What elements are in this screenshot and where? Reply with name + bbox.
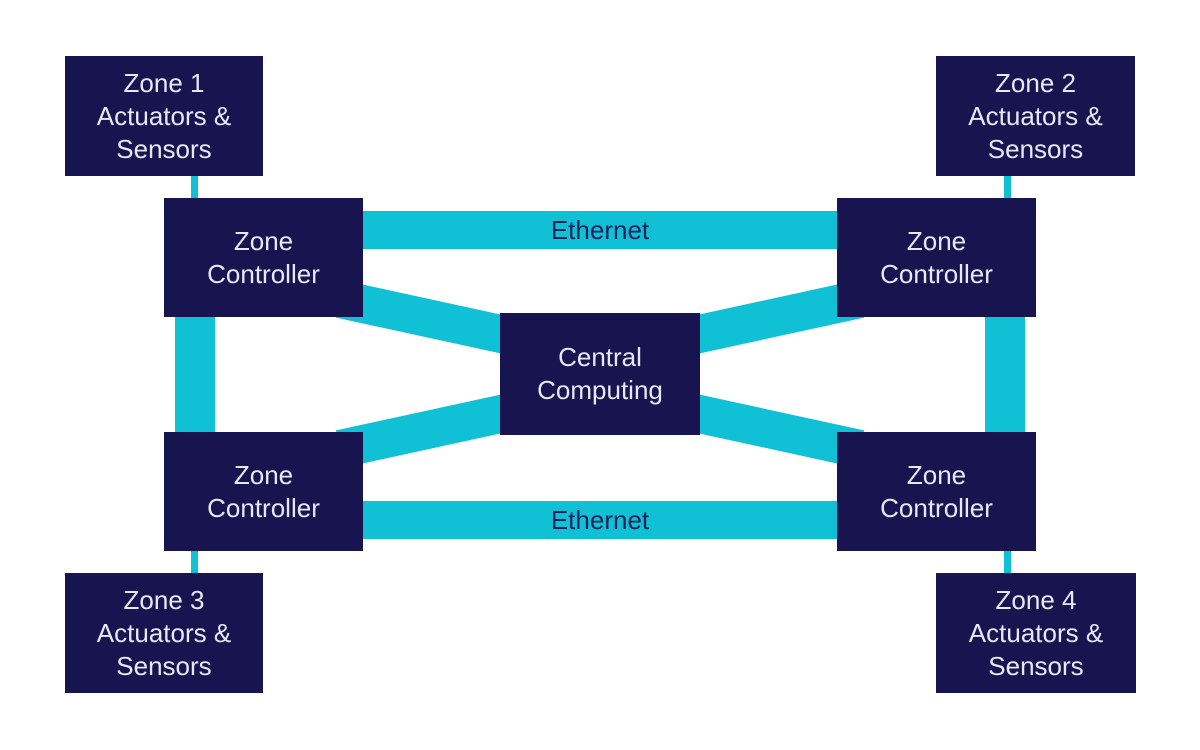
node-label-line: Actuators &: [968, 100, 1103, 131]
node-central-computing: Central Computing: [500, 313, 700, 435]
node-label-line: Actuators &: [96, 100, 232, 131]
node-zone-controller-top-left: Zone Controller: [164, 198, 363, 317]
node-label-line: Controller: [880, 492, 993, 523]
node-label-line: Zone: [906, 459, 967, 490]
node-label-line: Computing: [537, 375, 663, 405]
ethernet-top-label: Ethernet: [550, 214, 650, 245]
node-zone2-actuators-sensors: Zone 2 Actuators & Sensors: [936, 56, 1135, 176]
node-label-line: Actuators &: [96, 617, 232, 648]
node-label-line: Zone 3: [123, 584, 205, 615]
node-label-line: Sensors: [116, 133, 212, 164]
node-label-line: Zone: [906, 225, 967, 256]
node-label-line: Controller: [880, 258, 993, 289]
node-zone-controller-bottom-left: Zone Controller: [164, 432, 363, 551]
node-label-line: Zone 1: [123, 67, 205, 98]
node-label-line: Zone 2: [995, 67, 1076, 98]
node-zone1-actuators-sensors: Zone 1 Actuators & Sensors: [65, 56, 263, 176]
node-label-line: Zone: [233, 459, 294, 490]
node-label-line: Sensors: [987, 133, 1084, 164]
node-zone-controller-bottom-right: Zone Controller: [837, 432, 1036, 551]
node-zone-controller-top-right: Zone Controller: [837, 198, 1036, 317]
node-label-line: Sensors: [116, 650, 212, 681]
node-label-line: Controller: [207, 492, 320, 523]
node-zone3-actuators-sensors: Zone 3 Actuators & Sensors: [65, 573, 263, 693]
link-ethernet-top-band: [363, 211, 837, 249]
node-label-line: Actuators &: [968, 617, 1104, 648]
link-ethernet-bottom-band: [363, 501, 837, 539]
node-label-line: Zone: [233, 225, 294, 256]
node-label-line: Central: [558, 342, 642, 372]
node-label-line: Zone 4: [995, 584, 1077, 615]
ethernet-bottom-label: Ethernet: [550, 504, 650, 535]
node-zone4-actuators-sensors: Zone 4 Actuators & Sensors: [936, 573, 1136, 693]
node-label-line: Sensors: [988, 650, 1084, 681]
node-label-line: Controller: [207, 258, 320, 289]
